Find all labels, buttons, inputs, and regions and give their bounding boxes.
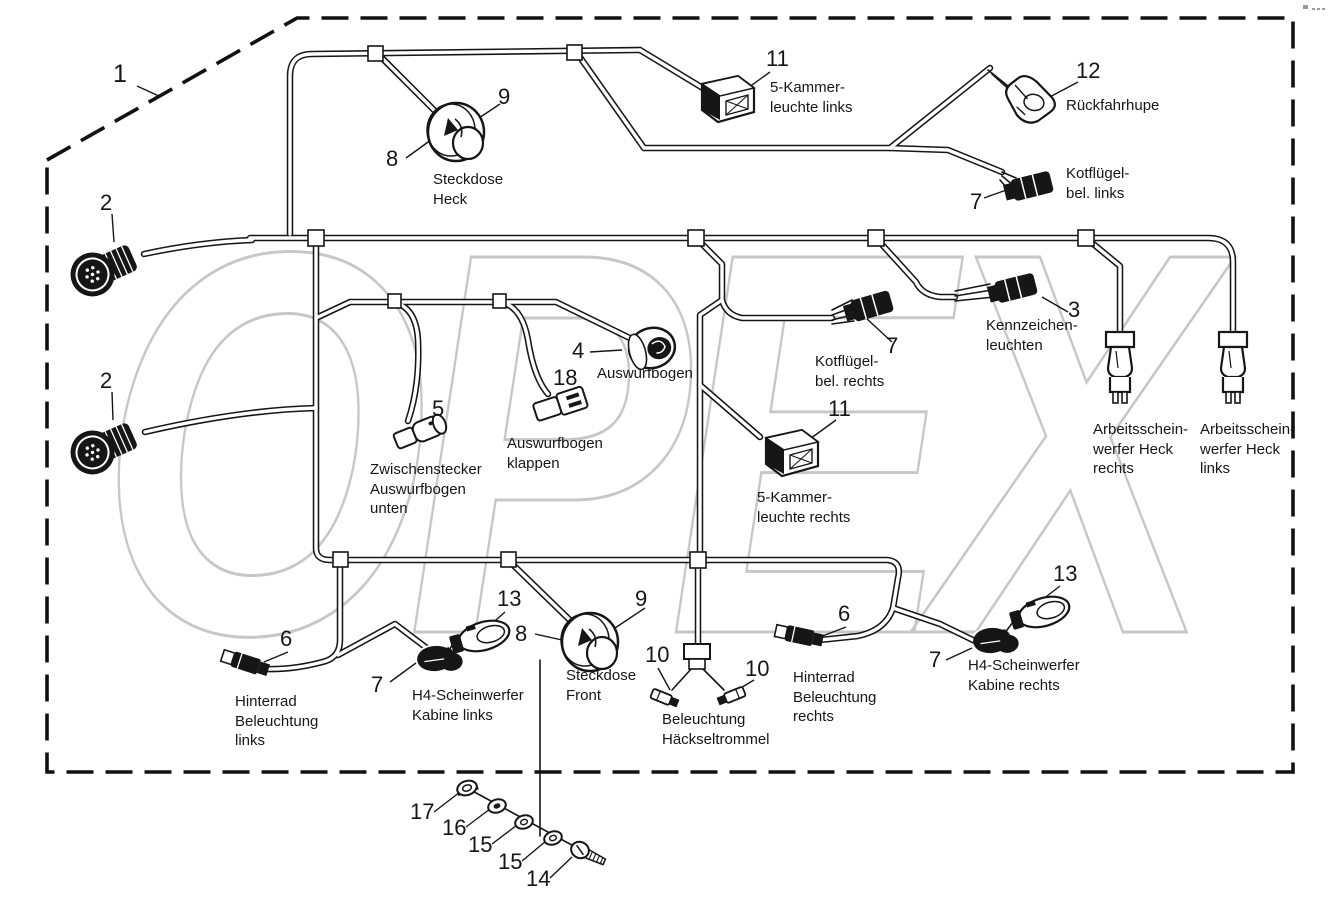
callout-7-kotfluegel-links: 7	[970, 189, 983, 214]
zwischenstecker-connector	[392, 413, 448, 450]
callout-4: 4	[572, 338, 585, 363]
callout-11-links: 11	[766, 46, 789, 71]
socket-front-connector	[560, 611, 620, 673]
kotfluegel-links-connector	[1002, 171, 1054, 201]
hinterrad-links-connector	[219, 648, 271, 676]
hinterrad-rechts-connector	[773, 623, 824, 647]
callout-5: 5	[432, 396, 445, 421]
horn-connector-12	[1005, 74, 1056, 124]
washer-15a	[514, 814, 534, 830]
socket-heck-connector	[426, 101, 486, 163]
washer-15b	[543, 830, 563, 846]
callout-12: 12	[1076, 58, 1101, 83]
junction-sleeves	[307, 44, 1095, 569]
screw-14	[570, 840, 607, 866]
label-steckdose-heck: Steckdose Heck	[433, 171, 504, 208]
callout-3: 3	[1068, 297, 1081, 322]
callout-13-rechts: 13	[1053, 561, 1078, 586]
callout-18: 18	[553, 365, 578, 390]
callout-2-top: 2	[100, 190, 113, 215]
label-arbeitsscheinwerfer-links: Arbeitsschein- werfer Heck links	[1200, 421, 1296, 477]
callout-14: 14	[526, 866, 551, 891]
callout-15b: 15	[498, 849, 523, 874]
label-5kammer-links: 5-Kammer- leuchte links	[770, 79, 853, 116]
h4-links-connector	[417, 644, 463, 672]
label-kennzeichen: Kennzeichen- leuchten	[986, 317, 1078, 354]
callout-11-rechts: 11	[828, 396, 851, 421]
label-kotfluegel-links: Kotflügel- bel. links	[1066, 165, 1130, 202]
arbeitsscheinwerfer-links-plug	[1217, 330, 1249, 404]
callout-15a: 15	[468, 832, 493, 857]
washer-16	[487, 798, 507, 814]
harness-tube-cores	[142, 48, 1235, 671]
corner-mark	[1303, 5, 1325, 10]
callout-1: 1	[113, 60, 127, 88]
wire-fans	[447, 69, 1017, 857]
spade-terminal-right	[716, 686, 747, 706]
callout-8-heck: 8	[386, 146, 399, 171]
callout-7-kotfluegel-rechts: 7	[886, 333, 899, 358]
round-connector-2-top	[70, 245, 137, 297]
label-zwischenstecker: Zwischenstecker Auswurfbogen unten	[370, 461, 482, 517]
callout-13-links: 13	[497, 586, 522, 611]
callout-9-front: 9	[635, 586, 648, 611]
callout-7-h4-links: 7	[371, 672, 384, 697]
label-arbeitsscheinwerfer-rechts: Arbeitsschein- werfer Heck rechts	[1093, 421, 1189, 477]
label-haeckseltrommel: Beleuchtung Häckseltrommel	[662, 711, 770, 748]
h4-rechts-connector	[973, 626, 1019, 654]
label-auswurfbogen-klappen: Auswurfbogen klappen	[507, 435, 603, 472]
round-connector-2-bottom	[70, 423, 137, 475]
label-5kammer-rechts: 5-Kammer- leuchte rechts	[757, 489, 851, 526]
oval-connector-13-links	[449, 619, 511, 654]
callout-7-h4-rechts: 7	[929, 647, 942, 672]
callout-9-heck: 9	[498, 84, 511, 109]
callout-16: 16	[442, 815, 467, 840]
callout-2-bottom: 2	[100, 368, 113, 393]
box-connector-11-rechts	[764, 428, 820, 478]
nut-17	[456, 779, 479, 797]
label-h4-links: H4-Scheinwerfer Kabine links	[412, 687, 524, 724]
callout-10-right: 10	[745, 656, 770, 681]
box-connector-11-links	[700, 74, 756, 124]
callout-6-rechts: 6	[838, 601, 851, 626]
auswurfbogen-klappen-connector	[532, 385, 589, 422]
haeckseltrommel-fitting	[683, 643, 711, 670]
auswurfbogen-connector	[627, 326, 677, 371]
callout-10-left: 10	[645, 642, 670, 667]
oval-connector-13-rechts	[1009, 595, 1071, 630]
kennzeichen-connector	[986, 273, 1038, 303]
callout-17: 17	[410, 799, 435, 824]
frame-boundary	[45, 16, 1295, 774]
kotfluegel-rechts-connector	[842, 290, 894, 322]
label-hinterrad-rechts: Hinterrad Beleuchtung rechts	[793, 669, 877, 725]
callout-8-front: 8	[515, 621, 528, 646]
label-rueckfahrhupe: Rückfahrhupe	[1066, 97, 1160, 114]
callout-6-links: 6	[280, 626, 293, 651]
spade-terminal-left	[649, 688, 680, 708]
label-kotfluegel-rechts: Kotflügel- bel. rechts	[815, 353, 885, 390]
label-h4-rechts: H4-Scheinwerfer Kabine rechts	[968, 657, 1080, 694]
arbeitsscheinwerfer-rechts-plug	[1104, 330, 1136, 404]
label-steckdose-front: Steckdose Front	[566, 667, 637, 704]
label-auswurfbogen: Auswurfbogen	[597, 365, 693, 382]
label-hinterrad-links: Hinterrad Beleuchtung links	[235, 693, 319, 749]
